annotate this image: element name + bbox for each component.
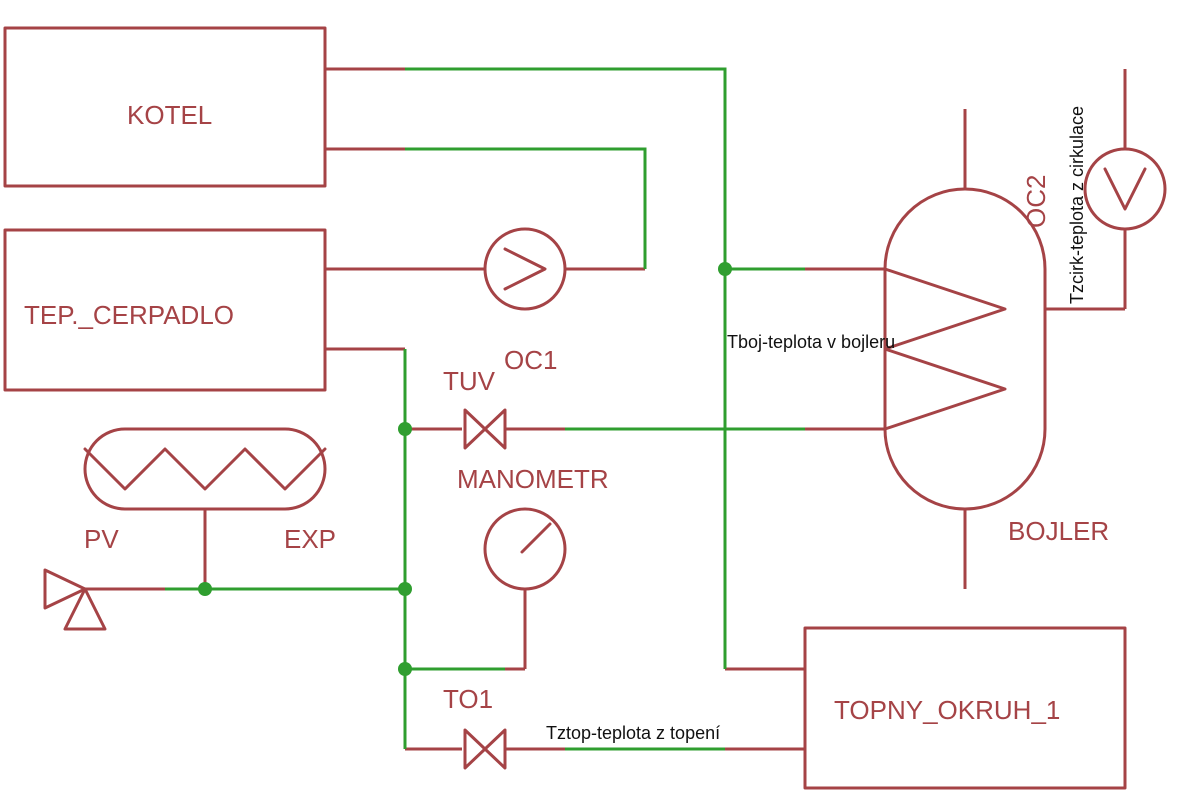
- manometer-icon: [483, 507, 567, 591]
- tcirk-note: Tzcirk-teplota z cirkulace: [1067, 106, 1087, 304]
- bojler-label: BOJLER: [1008, 516, 1109, 546]
- pump-oc1-icon: [483, 227, 567, 311]
- tboj-note: Tboj-teplota v bojleru: [727, 332, 895, 352]
- exp-label: EXP: [284, 524, 336, 554]
- pump-oc2-icon: [1083, 147, 1167, 231]
- topny-okruh-block: [803, 626, 1127, 790]
- manometr-label: MANOMETR: [457, 464, 609, 494]
- oc2-label: OC2: [1021, 175, 1051, 228]
- valve-tuv-icon: [463, 408, 507, 450]
- tep-cerpadlo-label: TEP._CERPADLO: [24, 300, 234, 330]
- oc1-label: OC1: [504, 345, 557, 375]
- valve-to1-icon: [463, 728, 507, 770]
- tuv-label: TUV: [443, 366, 496, 396]
- bojler-tank-icon: [883, 187, 1047, 511]
- kotel-label: KOTEL: [127, 100, 212, 130]
- expansion-vessel-icon: [83, 427, 327, 511]
- kotel-block: [3, 26, 327, 188]
- safety-valve-pv-icon: [43, 568, 107, 631]
- green-pipes: [165, 67, 805, 751]
- tztop-note: Tztop-teplota z topení: [546, 723, 720, 743]
- junction-dots: [198, 262, 732, 676]
- tep-cerpadlo-block: [3, 228, 327, 392]
- topny-okruh-label: TOPNY_OKRUH_1: [834, 695, 1060, 725]
- red-pipe-stubs: [85, 67, 1127, 751]
- pv-label: PV: [84, 524, 119, 554]
- to1-label: TO1: [443, 684, 493, 714]
